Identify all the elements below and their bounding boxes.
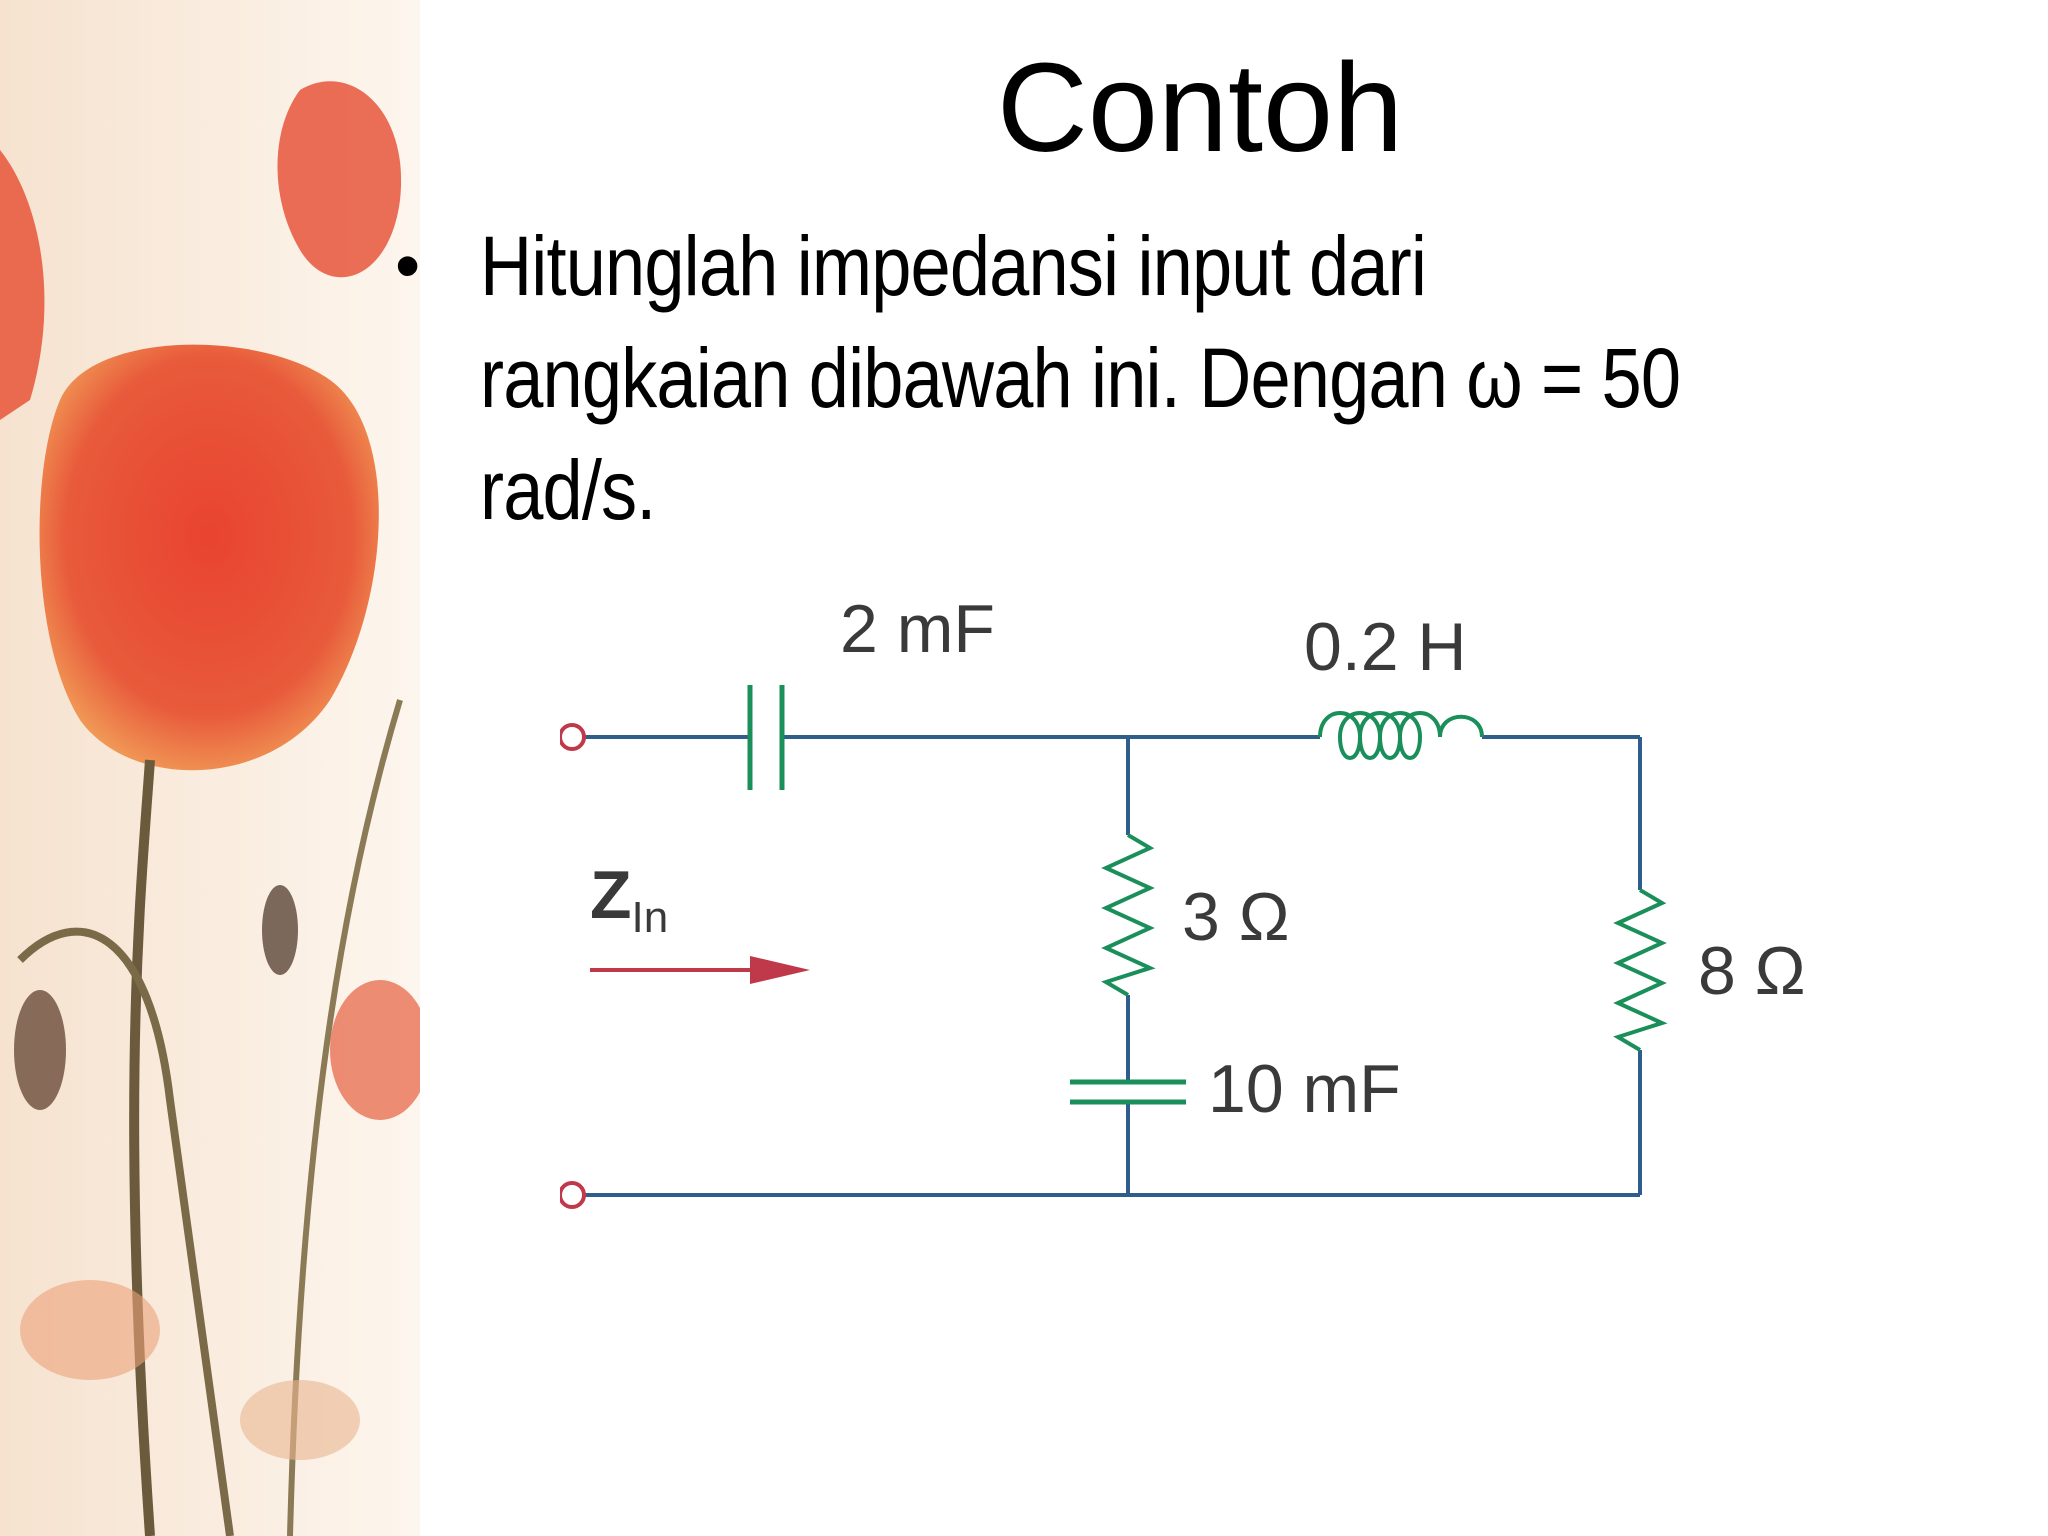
label-inductor: 0.2 H [1304,609,1467,685]
capacitor-series [747,685,785,790]
terminal-bottom [560,1181,586,1209]
petal-shape [330,980,420,1120]
poppy-flower [39,344,379,771]
wires [572,735,1642,1197]
label-capacitor-series: 2 mF [840,591,995,667]
poppy-decoration [0,0,420,1536]
inductor [1318,711,1484,760]
zin-label: ZIn [590,857,668,942]
petal-shape [277,81,402,278]
petal-shape [20,1280,160,1380]
circuit-diagram: ZIn 2 mF 0.2 H 3 Ω 10 mF 8 Ω [560,591,1806,1209]
bullet-dot-icon: • [395,226,421,306]
label-capacitor-shunt: 10 mF [1208,1051,1401,1127]
label-resistor-middle: 3 Ω [1182,879,1290,955]
petal-shape [0,150,45,420]
bud-shape [262,885,298,975]
capacitor-shunt [1070,1079,1186,1105]
resistor-right [1613,888,1668,1052]
petal-shape [240,1380,360,1460]
label-resistor-right: 8 Ω [1698,933,1806,1009]
bullet-text: Hitunglah impedansi input dari rangkaian… [480,219,1681,537]
terminal-top [560,723,586,751]
stem-shape [17,927,234,1536]
stem-shape [287,699,403,1536]
resistor-middle [1101,833,1156,997]
page-title: Contoh [996,37,1404,178]
zin-arrow [590,956,810,984]
bud-shape [14,990,66,1110]
